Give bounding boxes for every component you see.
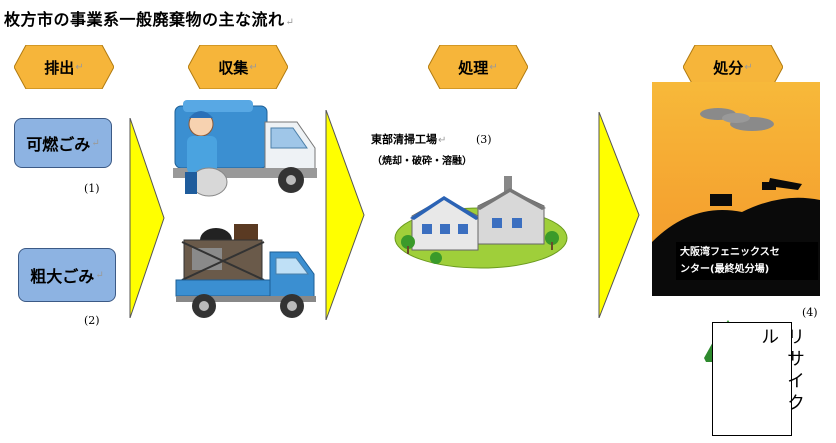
bulky-waste-label: 粗大ごみ [30, 267, 95, 286]
plant-name-row: 東部清掃工場↵ [371, 131, 446, 147]
paragraph-mark: ↵ [285, 17, 295, 28]
paragraph-mark: ↵ [489, 61, 498, 73]
stage-disposal-label: 処分 [713, 58, 744, 77]
stage-treatment-label: 処理 [458, 58, 489, 77]
burnable-waste-box: 可燃ごみ↵ [14, 118, 112, 168]
flow-arrow-1 [128, 118, 166, 318]
paragraph-mark: ↵ [95, 269, 104, 281]
bulky-waste-number: (2) [84, 314, 100, 327]
recycle-box: リサイクル [712, 322, 805, 436]
stage-disposal: 処分↵ [683, 45, 783, 89]
paragraph-mark: ↵ [91, 137, 100, 149]
paragraph-mark: ↵ [249, 61, 258, 73]
landfill-scene: 大阪湾フェニックスセ ンター(最終処分場) [652, 82, 820, 296]
plant-process: （焼却・破砕・溶融） [372, 156, 472, 167]
stage-discharge-label: 排出 [44, 58, 75, 77]
landfill-label-line1: 大阪湾フェニックスセ [680, 247, 780, 258]
stage-collection: 収集↵ [188, 45, 288, 89]
landfill-label-line2: ンター(最終処分場) [680, 264, 770, 275]
bulky-waste-box: 粗大ごみ↵ [18, 248, 116, 302]
stage-collection-label: 収集 [218, 58, 249, 77]
flow-arrow-2 [324, 110, 366, 320]
garbage-truck-illustration [165, 96, 323, 204]
plant-name: 東部清掃工場 [371, 133, 437, 146]
factory-illustration [392, 172, 570, 274]
landfill-label: 大阪湾フェニックスセ ンター(最終処分場) [676, 242, 818, 280]
diagram-title: 枚方市の事業系一般廃棄物の主な流れ↵ [4, 10, 295, 29]
bulky-truck-illustration [172, 222, 322, 326]
plant-number: (3) [476, 133, 492, 146]
recycle-label: リサイクル [758, 327, 805, 415]
paragraph-mark: ↵ [744, 61, 753, 73]
paragraph-mark: ↵ [75, 61, 84, 73]
burnable-waste-number: (1) [84, 182, 100, 195]
stage-treatment: 処理↵ [428, 45, 528, 89]
paragraph-mark: ↵ [438, 135, 447, 146]
flow-arrow-3 [597, 112, 641, 318]
stage-discharge: 排出↵ [14, 45, 114, 89]
burnable-waste-label: 可燃ごみ [26, 135, 91, 154]
landfill-number: (4) [802, 306, 818, 319]
